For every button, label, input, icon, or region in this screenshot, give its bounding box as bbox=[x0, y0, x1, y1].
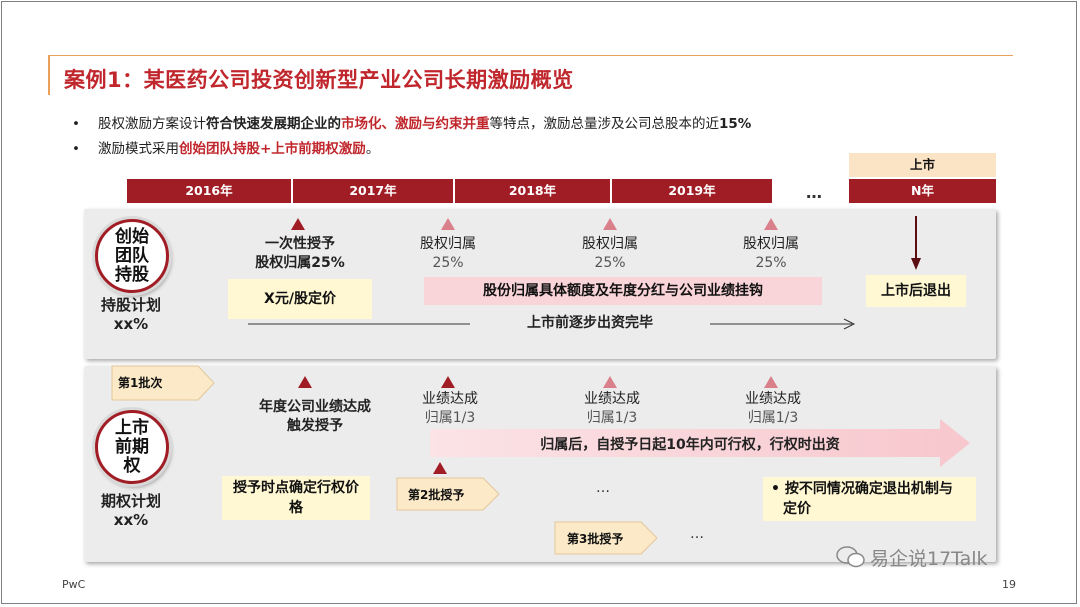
exercise-arrow-text: 归属后，自授予日起10年内可行权，行权时出资 bbox=[540, 437, 840, 453]
page-number: 19 bbox=[1002, 578, 1016, 591]
timeline-ellipsis: … bbox=[806, 183, 822, 202]
options-panel bbox=[84, 366, 996, 562]
bullet-1: •股权激励方案设计符合快速发展期企业的市场化、激励与约束并重等特点，激励总量涉及… bbox=[72, 116, 752, 132]
watermark-text: 易企说17Talk bbox=[870, 548, 988, 570]
options-trigger-marker bbox=[298, 376, 312, 388]
founder-vest-marker-2019b bbox=[764, 218, 778, 230]
wechat-icon bbox=[836, 545, 866, 569]
founder-grant-label: 一次性授予股权归属25% bbox=[255, 236, 345, 271]
options-trigger-label: 年度公司业绩达成触发授予 bbox=[259, 399, 371, 434]
options-perf-2: 业绩达成归属1/3 bbox=[584, 391, 640, 426]
options-perf-marker-1 bbox=[441, 376, 455, 388]
batch3-chevron bbox=[554, 521, 658, 555]
batch2-label: 第2批授予 bbox=[408, 488, 465, 502]
options-perf-1: 业绩达成归属1/3 bbox=[422, 391, 478, 426]
founder-price-box: X元/股定价 bbox=[228, 279, 372, 319]
founder-grant-marker bbox=[291, 218, 305, 230]
options-exit-box: • 按不同情况确定退出机制与定价 bbox=[763, 477, 976, 521]
bullet-2: •激励模式采用创始团队持股+上市前期权激励。 bbox=[72, 141, 380, 157]
founder-circle: 创始团队持股 bbox=[95, 219, 169, 293]
footer-brand: PwC bbox=[62, 578, 86, 591]
exercise-arrow bbox=[430, 419, 970, 467]
batch2-chevron bbox=[396, 477, 500, 511]
year-2016: 2016年 bbox=[127, 179, 291, 203]
options-price-box: 授予时点确定行权价格 bbox=[222, 476, 370, 520]
options-batch2-marker bbox=[433, 462, 447, 474]
founder-link-box: 股份归属具体额度及年度分红与公司业绩挂钩 bbox=[424, 277, 822, 305]
founder-vest-marker-2018 bbox=[441, 218, 455, 230]
header-accent-bar bbox=[48, 55, 50, 95]
options-perf-marker-3 bbox=[764, 376, 778, 388]
year-2017: 2017年 bbox=[293, 179, 453, 203]
ipo-label: 上市 bbox=[849, 153, 996, 177]
options-perf-3: 业绩达成归属1/3 bbox=[745, 391, 801, 426]
options-ellipsis-1: … bbox=[596, 480, 610, 496]
year-2018: 2018年 bbox=[455, 179, 610, 203]
batch1-chevron bbox=[111, 365, 215, 401]
batch1-label: 第1批次 bbox=[118, 376, 163, 390]
funding-arrow-text: 上市前逐步出资完毕 bbox=[470, 314, 710, 333]
batch3-label: 第3批授予 bbox=[567, 532, 624, 546]
funding-arrowhead bbox=[843, 318, 856, 330]
page-title: 案例1：某医药公司投资创新型产业公司长期激励概览 bbox=[64, 68, 574, 92]
options-ellipsis-2: … bbox=[690, 526, 704, 542]
header-rule bbox=[48, 55, 1013, 56]
founder-vest-marker-2019a bbox=[603, 218, 617, 230]
founder-exit-box: 上市后退出 bbox=[866, 275, 966, 307]
options-circle: 上市前期权 bbox=[95, 410, 169, 484]
year-2019: 2019年 bbox=[612, 179, 772, 203]
ipo-down-arrowhead bbox=[911, 258, 921, 270]
options-perf-marker-2 bbox=[603, 376, 617, 388]
year-ipo: N年 bbox=[849, 179, 996, 203]
